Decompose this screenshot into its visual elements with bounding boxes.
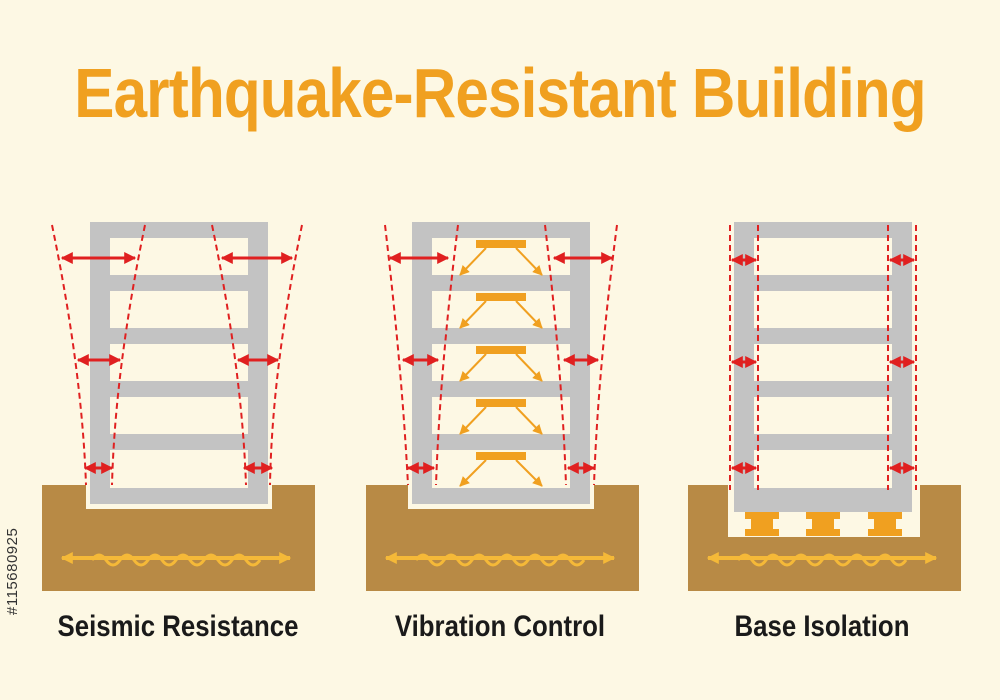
- damper: [459, 399, 543, 435]
- damper: [459, 293, 543, 329]
- panel-seismic-resistance: [42, 222, 315, 591]
- isolator-bearing: [868, 512, 902, 536]
- damper: [459, 240, 543, 276]
- building-frame: [90, 222, 268, 504]
- caption-seismic-resistance: Seismic Resistance: [57, 610, 299, 643]
- dampers: [459, 240, 543, 487]
- panel-base-isolation: [688, 222, 961, 591]
- caption-vibration-control: Vibration Control: [394, 610, 606, 643]
- page-title: Earthquake-Resistant Building: [74, 54, 926, 132]
- isolator-bearing: [806, 512, 840, 536]
- ground-motion-arrow: [706, 552, 938, 567]
- building-frame: [734, 222, 912, 512]
- panel-vibration-control: [366, 222, 639, 591]
- damper: [459, 346, 543, 382]
- displacement-arrows: [730, 254, 916, 474]
- sway-lines: [384, 224, 618, 486]
- ground-motion-arrow: [60, 552, 292, 567]
- stock-id-watermark: #115680925: [4, 527, 21, 615]
- building-frame: [412, 222, 590, 504]
- ground-motion-arrow: [384, 552, 616, 567]
- damper: [459, 452, 543, 487]
- displacement-arrows: [388, 252, 614, 474]
- isolator-bearings: [745, 512, 902, 536]
- caption-base-isolation: Base Isolation: [734, 610, 910, 643]
- isolator-bearing: [745, 512, 779, 536]
- sway-lines: [729, 225, 917, 490]
- sway-lines: [51, 224, 303, 486]
- displacement-arrows: [60, 252, 294, 474]
